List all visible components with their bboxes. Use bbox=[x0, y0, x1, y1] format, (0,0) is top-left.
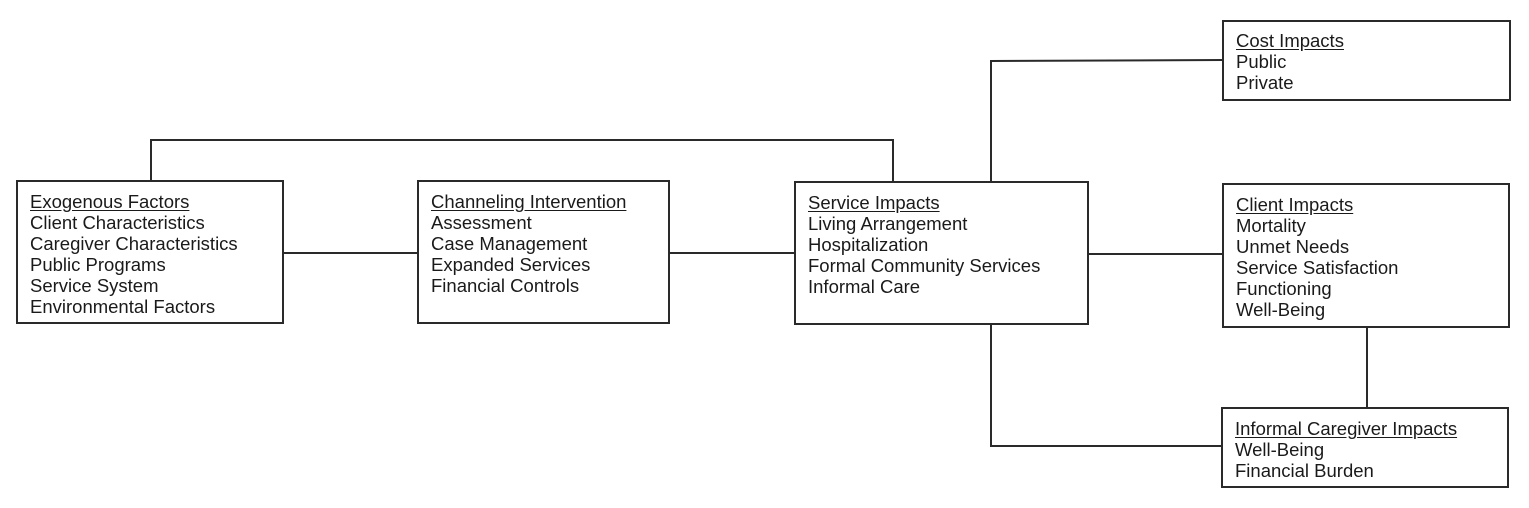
box-title: Channeling Intervention bbox=[431, 191, 627, 212]
box-item: Service System bbox=[30, 275, 159, 296]
box-item: Formal Community Services bbox=[808, 255, 1041, 276]
box-item: Well-Being bbox=[1236, 299, 1326, 320]
connector-exogenous-service bbox=[150, 139, 894, 182]
box-item: Living Arrangement bbox=[808, 213, 968, 234]
box-item: Private bbox=[1236, 72, 1294, 93]
box-title: Service Impacts bbox=[808, 192, 940, 213]
box-title: Informal Caregiver Impacts bbox=[1235, 418, 1458, 439]
box-title: Client Impacts bbox=[1236, 194, 1354, 215]
box-item: Caregiver Characteristics bbox=[30, 233, 238, 254]
box-informal-caregiver-impacts: Informal Caregiver Impacts Well-Being Fi… bbox=[1221, 407, 1509, 488]
box-exogenous-factors: Exogenous Factors Client Characteristics… bbox=[16, 180, 284, 324]
connector-service-cost bbox=[990, 59, 1224, 182]
box-item: Well-Being bbox=[1235, 439, 1325, 460]
box-cost-impacts: Cost Impacts Public Private bbox=[1222, 20, 1511, 101]
box-item: Expanded Services bbox=[431, 254, 591, 275]
box-item: Functioning bbox=[1236, 278, 1332, 299]
box-item: Environmental Factors bbox=[30, 296, 216, 317]
box-item: Financial Controls bbox=[431, 275, 580, 296]
box-client-impacts: Client Impacts Mortality Unmet Needs Ser… bbox=[1222, 183, 1510, 328]
box-item: Informal Care bbox=[808, 276, 921, 297]
box-item: Unmet Needs bbox=[1236, 236, 1350, 257]
box-channeling-intervention: Channeling Intervention Assessment Case … bbox=[417, 180, 670, 324]
box-item: Financial Burden bbox=[1235, 460, 1374, 481]
box-item: Public Programs bbox=[30, 254, 166, 275]
box-item: Assessment bbox=[431, 212, 532, 233]
box-item: Service Satisfaction bbox=[1236, 257, 1399, 278]
box-title: Cost Impacts bbox=[1236, 30, 1344, 51]
box-item: Public bbox=[1236, 51, 1287, 72]
box-service-impacts: Service Impacts Living Arrangement Hospi… bbox=[794, 181, 1089, 325]
box-title: Exogenous Factors bbox=[30, 191, 190, 212]
box-item: Hospitalization bbox=[808, 234, 929, 255]
connector-service-caregiver bbox=[990, 324, 1222, 447]
box-item: Case Management bbox=[431, 233, 588, 254]
box-item: Mortality bbox=[1236, 215, 1306, 236]
box-item: Client Characteristics bbox=[30, 212, 205, 233]
